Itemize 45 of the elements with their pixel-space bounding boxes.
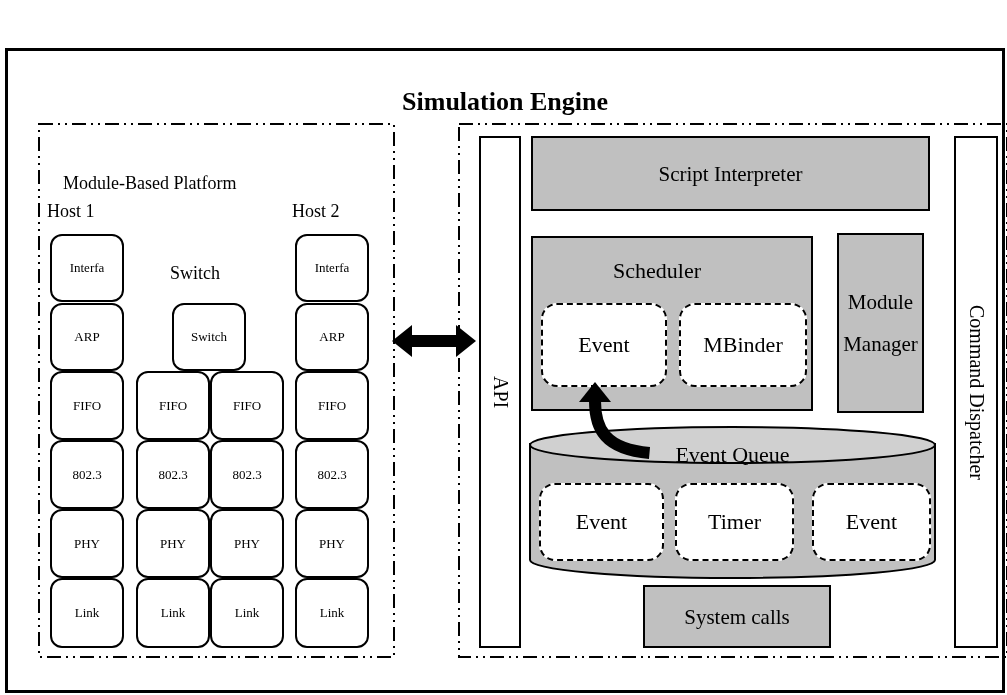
api-bar: API xyxy=(479,136,521,648)
component-box: Module Manager xyxy=(837,233,924,413)
group-title: Scheduler xyxy=(613,258,701,284)
group-title: Event Queue xyxy=(675,442,790,468)
group-label: Host 2 xyxy=(292,201,340,222)
engine-frame xyxy=(5,48,1005,693)
scheduler-panel xyxy=(531,236,813,411)
module-box: ARP xyxy=(50,303,124,371)
queue-cylinder xyxy=(529,426,936,578)
module-box: 802.3 xyxy=(295,440,369,509)
dispatcher-bar: Command Dispatcher xyxy=(954,136,998,648)
module-box: FIFO xyxy=(136,371,210,440)
module-box: PHY xyxy=(50,509,124,578)
module-box: Link xyxy=(210,578,284,648)
module-box: ARP xyxy=(295,303,369,371)
event-box: Event xyxy=(539,483,664,561)
module-box: 802.3 xyxy=(210,440,284,509)
module-box: Link xyxy=(50,578,124,648)
module-box: 802.3 xyxy=(136,440,210,509)
module-box: FIFO xyxy=(50,371,124,440)
group-label: Switch xyxy=(170,263,220,284)
module-box: FIFO xyxy=(295,371,369,440)
arrow xyxy=(579,382,651,459)
group-label: Host 1 xyxy=(47,201,95,222)
module-box: PHY xyxy=(210,509,284,578)
module-box: 802.3 xyxy=(50,440,124,509)
event-box: Timer xyxy=(675,483,794,561)
module-box: Link xyxy=(136,578,210,648)
arrow xyxy=(392,325,476,357)
module-box: PHY xyxy=(136,509,210,578)
event-box: Event xyxy=(541,303,667,387)
module-box: Link xyxy=(295,578,369,648)
module-box: FIFO xyxy=(210,371,284,440)
component-box: Script Interpreter xyxy=(531,136,930,211)
group-title: Simulation Engine xyxy=(402,87,608,117)
module-box: PHY xyxy=(295,509,369,578)
component-box: System calls xyxy=(643,585,831,648)
event-box: MBinder xyxy=(679,303,807,387)
module-box: Interfa xyxy=(295,234,369,302)
dashed-region xyxy=(38,123,395,658)
dashed-region xyxy=(458,123,1007,658)
group-title: Module-Based Platform xyxy=(63,173,237,194)
module-box: Switch xyxy=(172,303,246,371)
event-box: Event xyxy=(812,483,931,561)
module-box: Interfa xyxy=(50,234,124,302)
